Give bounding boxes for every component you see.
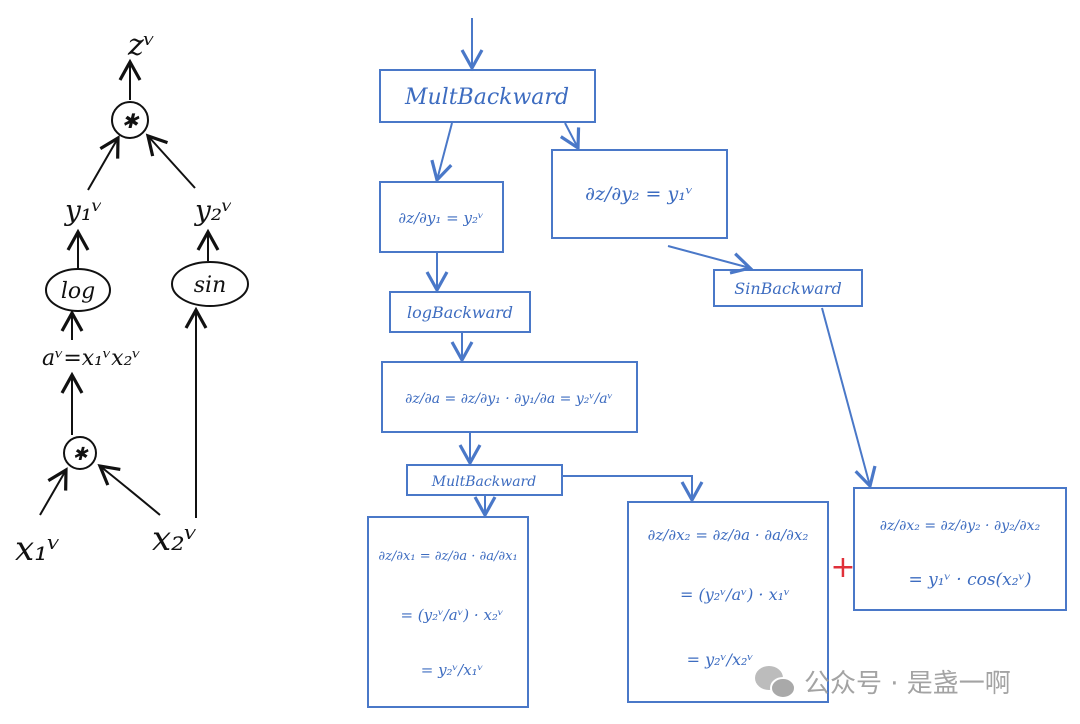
wechat-icon — [755, 666, 796, 699]
dz-dx2-sin-box — [853, 487, 1067, 611]
dz-dy1-box — [379, 181, 504, 253]
dz-dx1-line-3: = y₂ᵛ/x₁ᵛ — [421, 661, 484, 679]
mult-backward-top-label: MultBackward — [404, 85, 569, 110]
sin-backward-box — [713, 269, 863, 307]
dz-dx2-sin-line-1: ∂z/∂x₂ = ∂z/∂y₂ · ∂y₂/∂x₂ — [880, 518, 1041, 534]
sin-backward-label: SinBackward — [734, 279, 841, 298]
dz-dx2-mult-line-1: ∂z/∂x₂ = ∂z/∂a · ∂a/∂x₂ — [648, 526, 809, 544]
arrow-y1-to-mul — [87, 135, 120, 191]
y1-node: y₁ᵛ — [63, 194, 102, 227]
a-definition: aᵛ=x₁ᵛx₂ᵛ — [42, 346, 141, 371]
arrow-x2-to-mul — [97, 463, 161, 516]
dz-dy2-formula: ∂z/∂y₂ = y₁ᵛ — [585, 183, 693, 205]
backward-graph: MultBackward ∂z/∂y₁ = y₂ᵛ ∂z/∂y₂ = y₁ᵛ l… — [367, 18, 1067, 708]
mul-bottom-symbol: ✱ — [72, 444, 89, 465]
arrow-sin-to-dx2 — [821, 307, 877, 490]
dz-dx2-mult-line-2: = (y₂ᵛ/aᵛ) · x₁ᵛ — [680, 585, 790, 604]
dz-dy2-box — [551, 149, 728, 239]
mult-backward-bottom-box — [406, 464, 563, 496]
dz-dx2-mult-line-3: = y₂ᵛ/x₂ᵛ — [687, 650, 754, 669]
sin-node — [171, 261, 249, 307]
plus-sign: + — [830, 550, 855, 585]
y2-node: y₂ᵛ — [193, 194, 232, 227]
mult-backward-bottom-label: MultBackward — [431, 474, 536, 490]
dz-dx1-line-2: = (y₂ᵛ/aᵛ) · x₂ᵛ — [400, 606, 503, 624]
mul-bottom-node — [63, 436, 97, 470]
log-backward-box — [389, 291, 531, 333]
arrow-dy2-to-sin — [667, 245, 754, 275]
x2-node: x₂ᵛ — [152, 519, 197, 559]
arrow-mult-to-dy2 — [559, 122, 581, 151]
dz-da-box — [381, 361, 638, 433]
arrow-mult-to-dx2 — [563, 475, 704, 504]
mul-top-symbol: ✱ — [122, 109, 140, 133]
log-backward-label: logBackward — [407, 303, 513, 322]
dz-da-formula: ∂z/∂a = ∂z/∂y₁ · ∂y₁/∂a = y₂ᵛ/aᵛ — [405, 391, 613, 407]
log-label: log — [61, 279, 95, 304]
dz-dx2-sin-line-2: = y₁ᵛ · cos(x₂ᵛ) — [908, 570, 1031, 590]
sin-label: sin — [194, 273, 227, 298]
mul-top-node — [111, 101, 149, 139]
dz-dx2-mult-box — [627, 501, 829, 703]
watermark-text: 公众号 · 是盏一啊 — [804, 669, 1011, 699]
dz-dx1-line-1: ∂z/∂x₁ = ∂z/∂a · ∂a/∂x₁ — [378, 549, 517, 564]
arrow-x1-to-mul — [39, 467, 68, 516]
dz-dy1-formula: ∂z/∂y₁ = y₂ᵛ — [398, 209, 483, 227]
dz-dx1-box — [367, 516, 529, 708]
mult-backward-top-box — [379, 69, 596, 123]
arrow-y2-to-mul — [145, 133, 196, 189]
output-z-node: zᵛ — [127, 28, 155, 63]
arrow-mult-to-dy1 — [430, 122, 453, 184]
watermark: 公众号 · 是盏一啊 — [755, 666, 1011, 699]
x1-node: x₁ᵛ — [15, 529, 60, 569]
forward-graph: zᵛ ✱ y₁ᵛ y₂ᵛ log sin aᵛ=x₁ᵛx₂ᵛ ✱ x₁ᵛ x₂ᵛ — [15, 28, 249, 569]
